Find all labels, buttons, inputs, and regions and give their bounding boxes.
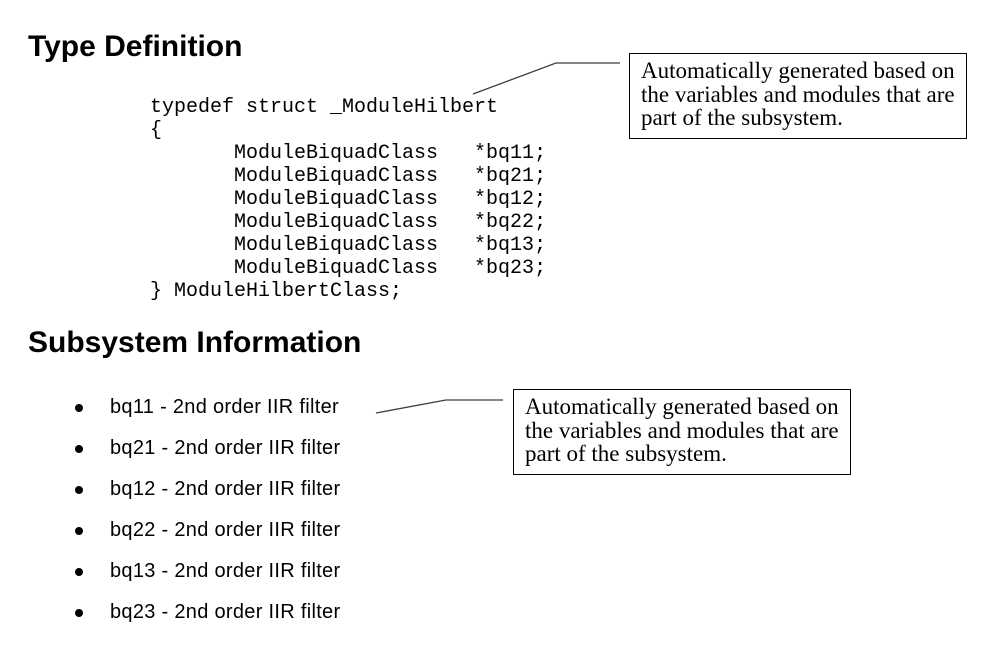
list-item: bq21 - 2nd order IIR filter [75,436,341,459]
bullet-icon [75,485,83,494]
bullet-label: bq11 - 2nd order IIR filter [110,395,339,418]
connector-line-subsystem-note [375,399,503,414]
bullet-icon [75,567,83,576]
subsystem-bullet-list: bq11 - 2nd order IIR filter bq21 - 2nd o… [75,395,341,643]
list-item: bq12 - 2nd order IIR filter [75,477,341,500]
callout-text-line: part of the subsystem. [525,441,727,466]
callout-box-subsystem-note: Automatically generated based on the var… [513,389,851,475]
list-item: bq23 - 2nd order IIR filter [75,600,341,623]
code-line: { [150,119,163,142]
bullet-label: bq22 - 2nd order IIR filter [110,518,341,541]
callout-text-line: Automatically generated based on [525,394,839,419]
type-definition-heading: Type Definition [28,30,243,63]
callout-text-line: Automatically generated based on [641,58,955,83]
connector-line-code-note [472,62,620,95]
code-line: ModuleBiquadClass *bq23; [150,257,547,280]
list-item: bq11 - 2nd order IIR filter [75,395,340,418]
callout-text-line: part of the subsystem. [641,105,843,130]
code-line: ModuleBiquadClass *bq13; [150,234,547,257]
code-line: ModuleBiquadClass *bq11; [150,142,547,165]
bullet-label: bq13 - 2nd order IIR filter [110,559,341,582]
subsystem-information-heading: Subsystem Information [28,326,362,359]
code-line: } ModuleHilbertClass; [150,280,403,303]
bullet-icon [75,526,83,535]
bullet-label: bq12 - 2nd order IIR filter [110,477,341,500]
code-block: typedef struct _ModuleHilbert { ModuleBi… [150,96,546,303]
bullet-icon [75,403,83,412]
code-line: ModuleBiquadClass *bq22; [150,211,547,234]
list-item: bq13 - 2nd order IIR filter [75,559,341,582]
callout-text-line: the variables and modules that are [525,417,839,443]
list-item: bq22 - 2nd order IIR filter [75,518,341,541]
bullet-label: bq21 - 2nd order IIR filter [110,436,341,459]
callout-text-line: the variables and modules that are [641,81,955,107]
callout-box-code-note: Automatically generated based on the var… [629,53,967,139]
bullet-icon [75,608,83,617]
code-line: typedef struct _ModuleHilbert [150,96,499,119]
code-line: ModuleBiquadClass *bq12; [150,188,547,211]
bullet-label: bq23 - 2nd order IIR filter [110,600,341,623]
bullet-icon [75,444,83,453]
code-line: ModuleBiquadClass *bq21; [150,165,547,188]
